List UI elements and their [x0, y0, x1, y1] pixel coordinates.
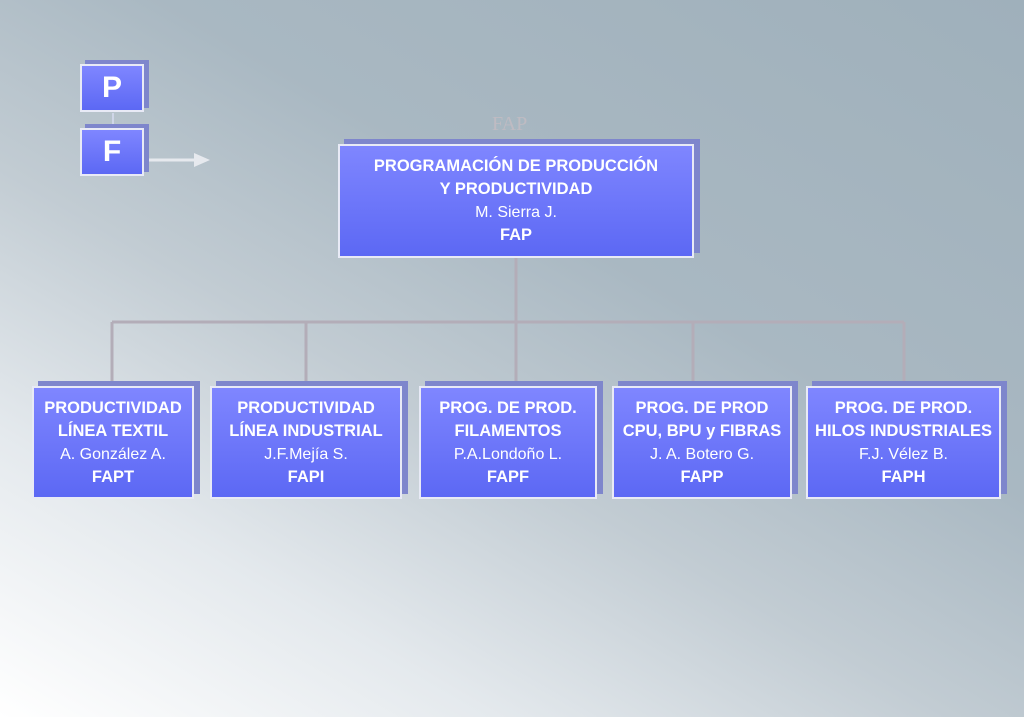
logo-p-box: P — [80, 64, 144, 112]
root-title-line2: Y PRODUCTIVIDAD — [439, 180, 593, 198]
logo-f-letter: F — [102, 135, 122, 168]
child-title-line2: CPU, BPU y FIBRAS — [622, 421, 782, 440]
org-child-box-fapp: PROG. DE PROD CPU, BPU y FIBRAS J. A. Bo… — [612, 386, 792, 499]
org-child-box-faph: PROG. DE PROD. HILOS INDUSTRIALES F.J. V… — [806, 386, 1001, 499]
child-code: FAPP — [680, 467, 724, 486]
logo-f-box: F — [80, 128, 144, 176]
root-code: FAP — [499, 226, 533, 244]
org-child-box-fapi: PRODUCTIVIDAD LÍNEA INDUSTRIAL J.F.Mejía… — [210, 386, 402, 499]
child-title-line2: LÍNEA TEXTIL — [57, 421, 169, 440]
org-child-box-fapt: PRODUCTIVIDAD LÍNEA TEXTIL A. González A… — [32, 386, 194, 499]
root-title-line1: PROGRAMACIÓN DE PRODUCCIÓN — [373, 157, 659, 175]
child-title-line1: PRODUCTIVIDAD — [237, 398, 375, 417]
child-code: FAPI — [287, 467, 325, 486]
child-code: FAPT — [91, 467, 135, 486]
org-child-box-fapf: PROG. DE PROD. FILAMENTOS P.A.Londoño L.… — [419, 386, 597, 499]
root-person: M. Sierra J. — [475, 204, 557, 221]
child-title-line1: PROG. DE PROD — [635, 398, 769, 417]
child-person: J. A. Botero G. — [649, 445, 755, 463]
ghost-fap-label: FAP — [492, 113, 528, 135]
child-person: P.A.Londoño L. — [453, 445, 563, 463]
child-person: A. González A. — [60, 445, 166, 463]
child-person: J.F.Mejía S. — [264, 445, 348, 463]
child-title-line1: PROG. DE PROD. — [834, 398, 973, 417]
child-title-line1: PROG. DE PROD. — [439, 398, 577, 417]
child-code: FAPH — [881, 467, 926, 486]
logo-p-letter: P — [101, 71, 122, 104]
child-person: F.J. Vélez B. — [859, 445, 948, 463]
child-title-line2: FILAMENTOS — [454, 421, 562, 440]
child-title-line1: PRODUCTIVIDAD — [44, 398, 182, 417]
child-title-line2: HILOS INDUSTRIALES — [815, 421, 992, 440]
org-root-box: PROGRAMACIÓN DE PRODUCCIÓN Y PRODUCTIVID… — [338, 144, 694, 258]
child-title-line2: LÍNEA INDUSTRIAL — [229, 421, 383, 440]
child-code: FAPF — [486, 467, 530, 486]
